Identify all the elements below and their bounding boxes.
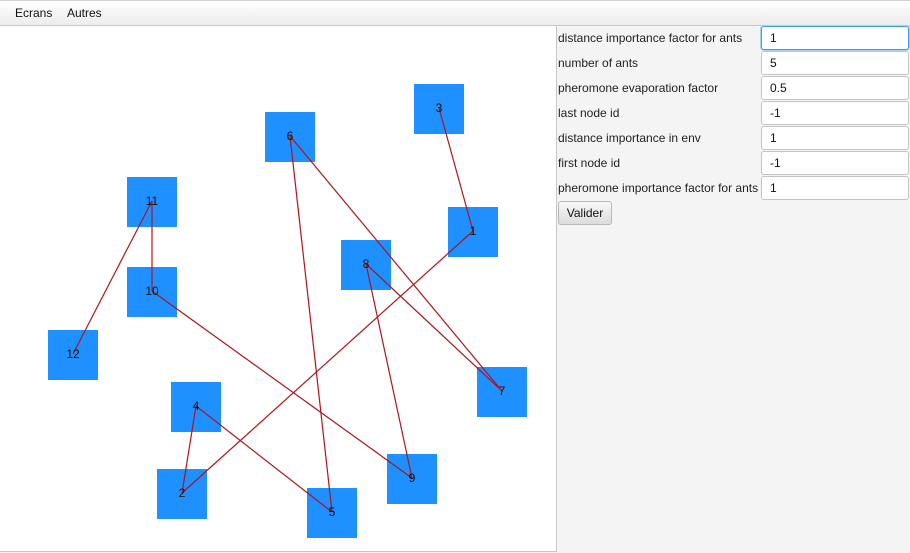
graph-edge-2-4 — [181, 405, 197, 494]
last-node-id-field[interactable] — [761, 101, 909, 125]
param-label: pheromone importance factor for ants — [558, 181, 759, 195]
graph-edge-4-5 — [195, 405, 333, 513]
graph-node-label-9: 9 — [409, 471, 416, 485]
param-label: last node id — [558, 106, 620, 120]
valider-button[interactable]: Valider — [558, 201, 612, 225]
param-row-distance-importance-env: distance importance in env — [557, 126, 910, 151]
graph-node-label-3: 3 — [436, 101, 443, 115]
graph-node-label-11: 11 — [146, 194, 159, 208]
graph-node-label-4: 4 — [193, 399, 200, 413]
param-label: pheromone evaporation factor — [558, 81, 719, 95]
graph-edge-1-2 — [181, 230, 474, 494]
param-row-pheromone-evaporation: pheromone evaporation factor — [557, 76, 910, 101]
graph-node-label-7: 7 — [499, 384, 506, 398]
menu-bar: Ecrans Autres — [0, 0, 910, 26]
param-row-first-node-id: first node id — [557, 151, 910, 176]
graph-node-1[interactable] — [448, 207, 498, 257]
graph-node-label-12: 12 — [66, 347, 80, 361]
distance-importance-ants-field[interactable] — [761, 26, 909, 50]
menu-ecrans[interactable]: Ecrans — [15, 6, 53, 20]
param-label: number of ants — [558, 56, 639, 70]
distance-importance-env-field[interactable] — [761, 126, 909, 150]
graph-node-label-6: 6 — [287, 129, 294, 143]
graph-edge-11-12 — [72, 200, 153, 355]
param-label: distance importance in env — [558, 131, 701, 145]
param-row-last-node-id: last node id — [557, 101, 910, 126]
parameters-panel: distance importance factor for ants numb… — [557, 26, 910, 553]
param-row-pheromone-importance-ants: pheromone importance factor for ants — [557, 176, 910, 201]
graph-edge-5-6 — [289, 135, 333, 513]
graph-node-12[interactable] — [48, 330, 98, 380]
graph-edge-8-9 — [365, 263, 413, 479]
pheromone-evaporation-field[interactable] — [761, 76, 909, 100]
graph-edge-6-7 — [289, 135, 503, 392]
param-row-distance-importance-ants: distance importance factor for ants — [557, 26, 910, 51]
param-label: first node id — [558, 156, 621, 170]
first-node-id-field[interactable] — [761, 151, 909, 175]
graph-edge-3-1 — [438, 107, 474, 232]
graph-node-label-2: 2 — [179, 486, 186, 500]
graph-node-9[interactable] — [387, 454, 437, 504]
graph-node-label-8: 8 — [363, 257, 370, 271]
graph-node-label-1: 1 — [470, 224, 477, 238]
param-row-number-of-ants: number of ants — [557, 51, 910, 76]
graph-edge-9-10 — [151, 290, 413, 479]
menu-autres[interactable]: Autres — [67, 6, 102, 20]
number-of-ants-field[interactable] — [761, 51, 909, 75]
graph-node-label-10: 10 — [145, 284, 159, 298]
pheromone-importance-ants-field[interactable] — [761, 176, 909, 200]
param-label: distance importance factor for ants — [558, 31, 743, 45]
graph-node-5[interactable] — [307, 488, 357, 538]
graph-node-label-5: 5 — [329, 505, 336, 519]
graph-edge-7-8 — [365, 263, 503, 392]
